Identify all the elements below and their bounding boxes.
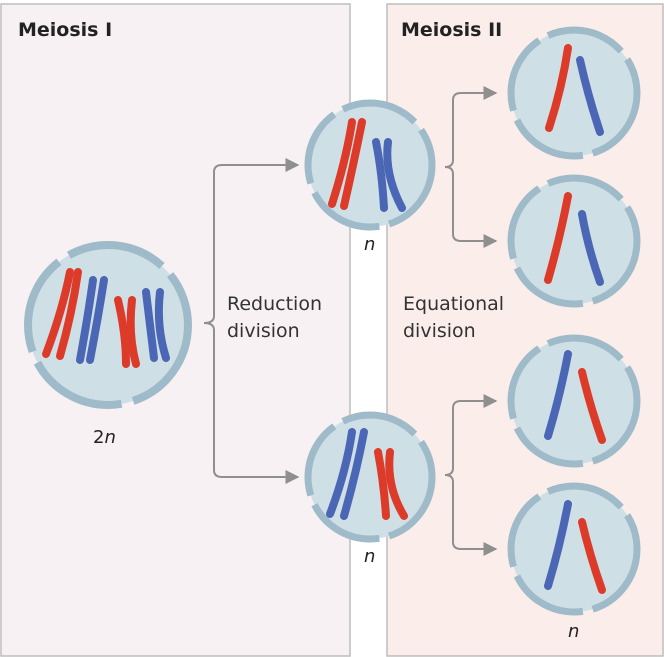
chromosome-blue-a — [372, 138, 388, 212]
chromosome-blue-b — [383, 138, 406, 212]
daughter-cell-b — [507, 174, 641, 308]
lower-cell-chromosomes — [326, 428, 408, 520]
daughter-cell-a-body — [511, 30, 637, 156]
parent-cell-membrane — [24, 241, 192, 409]
upper-bracket — [444, 100, 454, 234]
daughter-cell-a — [507, 26, 641, 160]
lower-bracket — [444, 408, 454, 542]
reduction-bracket — [203, 172, 215, 470]
chromosome-blue — [544, 500, 572, 590]
parent-ploidy-number: 2 — [93, 427, 104, 448]
chromosome-red-b — [385, 448, 408, 520]
daughter-cells-ploidy-letter: n — [568, 621, 579, 642]
chromosome-red — [545, 44, 572, 132]
chromosome-red-large-b — [56, 268, 82, 360]
daughter-cell-b-body — [511, 178, 637, 304]
parent-diploid-cell — [24, 241, 192, 409]
daughter-cell-a-membrane — [507, 26, 641, 160]
chromosome-red-small-b — [126, 296, 140, 368]
reduction-label-line1: Reduction — [227, 293, 322, 315]
chromosome-blue-b — [340, 428, 368, 520]
lower-cell-ploidy-letter: n — [364, 546, 375, 567]
chromosome-red — [578, 518, 606, 594]
chromosome-blue — [544, 350, 572, 440]
upper-cell-ploidy-letter: n — [364, 234, 375, 255]
daughter-cell-c-membrane — [507, 334, 641, 468]
chromosome-red-b — [340, 118, 366, 210]
daughter-cells-ploidy: n — [568, 621, 579, 642]
daughter-cell-d — [507, 482, 641, 616]
equational-label-line2: division — [403, 320, 476, 342]
chromosome-blue — [576, 56, 604, 136]
parent-ploidy-label: 2n — [93, 427, 116, 448]
parent-ploidy-letter: n — [104, 427, 115, 448]
daughter-cell-c — [507, 334, 641, 468]
lower-cell-membrane — [304, 411, 436, 543]
upper-haploid-cell — [304, 99, 436, 231]
upper-cell-ploidy: n — [364, 234, 375, 255]
arrow-to-cell-c — [452, 394, 498, 409]
equational-arrows-lower — [444, 394, 498, 556]
chromosome-blue-a — [326, 428, 356, 518]
equational-arrows-upper — [444, 86, 498, 248]
arrow-to-cell-a — [452, 86, 498, 101]
chromosome-red — [544, 192, 572, 284]
arrow-to-cell-d — [452, 541, 498, 556]
lower-cell-ploidy: n — [364, 546, 375, 567]
reduction-label-line2: division — [227, 320, 300, 342]
arrow-to-lower-haploid-cell — [213, 469, 300, 484]
daughter-cell-d-body — [511, 486, 637, 612]
chromosome-red-a — [328, 118, 356, 208]
chromosome-red-a — [374, 448, 390, 520]
equational-label-line1: Equational — [403, 293, 504, 315]
daughter-cell-c-body — [511, 338, 637, 464]
chromosome-red-small-a — [114, 296, 130, 368]
meiosis-2-title: Meiosis II — [401, 19, 502, 41]
arrow-to-upper-haploid-cell — [213, 158, 300, 173]
meiosis-1-title: Meiosis I — [18, 19, 112, 41]
chromosome-blue — [578, 210, 604, 286]
reduction-arrows — [203, 158, 300, 484]
daughter-cell-b-membrane — [507, 174, 641, 308]
upper-cell-membrane — [304, 99, 436, 231]
daughter-cell-d-membrane — [507, 482, 641, 616]
chromosome-blue-large-b — [86, 276, 108, 364]
parent-chromosomes — [42, 268, 170, 368]
chromosome-blue-large-a — [76, 276, 97, 364]
upper-cell-body — [308, 103, 432, 227]
chromosome-blue-small-a — [142, 288, 158, 362]
arrow-to-cell-b — [452, 233, 498, 248]
chromosome-red — [578, 368, 606, 444]
chromosome-blue-small-b — [154, 288, 170, 362]
chromosome-red-large-a — [42, 268, 74, 358]
lower-haploid-cell — [304, 411, 436, 543]
upper-cell-chromosomes — [328, 118, 406, 212]
